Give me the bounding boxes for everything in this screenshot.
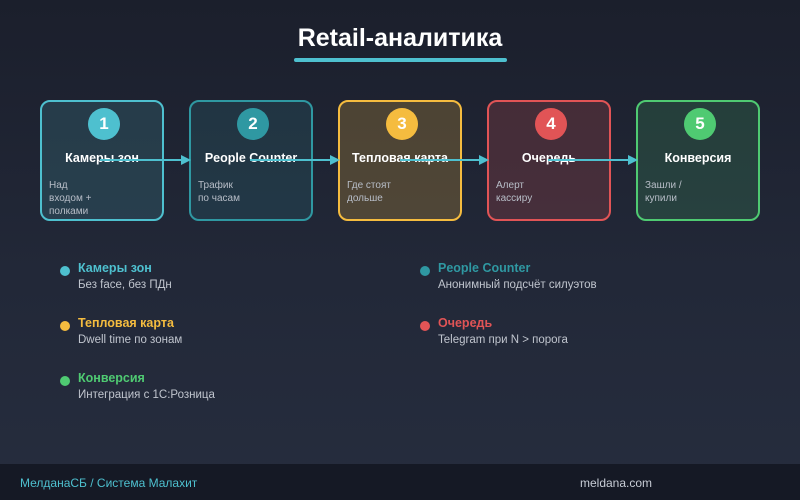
step-number: 2 (237, 108, 269, 140)
legend-description: Telegram при N > порога (438, 334, 568, 346)
legend-description: Dwell time по зонам (78, 334, 183, 346)
step-description: Трафик по часам (198, 180, 240, 204)
legend-description: Интеграция с 1С:Розница (78, 389, 215, 401)
legend-description: Анонимный подсчёт силуэтов (438, 279, 597, 291)
legend-title: Камеры зон (78, 261, 152, 275)
step-label: Конверсия (664, 151, 732, 165)
step-number: 1 (88, 108, 120, 140)
legend-dot (60, 321, 70, 331)
legend-title: People Counter (438, 261, 531, 275)
legend-title: Очередь (438, 316, 493, 330)
legend-dot (60, 266, 70, 276)
step-card-cameras: 1 Камеры зон Над входом + полками (40, 100, 164, 221)
step-label: Камеры зон (65, 151, 139, 165)
step-label: People Counter (204, 151, 298, 165)
step-number: 3 (386, 108, 418, 140)
footer-brand: МелданаСБ / Система Малахит (20, 476, 198, 490)
step-description: Где стоят дольше (347, 180, 391, 204)
step-label: Очередь (521, 151, 577, 165)
footer-link[interactable]: meldana.com (580, 476, 653, 490)
legend-description: Без face, без ПДн (78, 279, 172, 291)
page-title: Retail-аналитика (297, 24, 503, 52)
footer-bar: МелданаСБ / Система Малахит meldana.com (0, 464, 800, 500)
step-card-conversion: 5 Конверсия Зашли / купили (636, 100, 760, 221)
step-label: Тепловая карта (352, 151, 448, 165)
title-underline (294, 58, 507, 62)
step-card-people-counter: 2 People Counter Трафик по часам (189, 100, 313, 221)
legend-dot (60, 376, 70, 386)
step-number: 5 (684, 108, 716, 140)
step-description: Зашли / купили (645, 180, 682, 204)
step-number: 4 (535, 108, 567, 140)
step-card-heatmap: 3 Тепловая карта Где стоят дольше (338, 100, 462, 221)
legend-dot (420, 321, 430, 331)
step-description: Над входом + полками (49, 180, 92, 217)
step-card-queue: 4 Очередь Алерт кассиру (487, 100, 611, 221)
legend-title: Тепловая карта (78, 316, 174, 330)
step-description: Алерт кассиру (496, 180, 533, 204)
legend-title: Конверсия (78, 371, 145, 385)
legend-dot (420, 266, 430, 276)
